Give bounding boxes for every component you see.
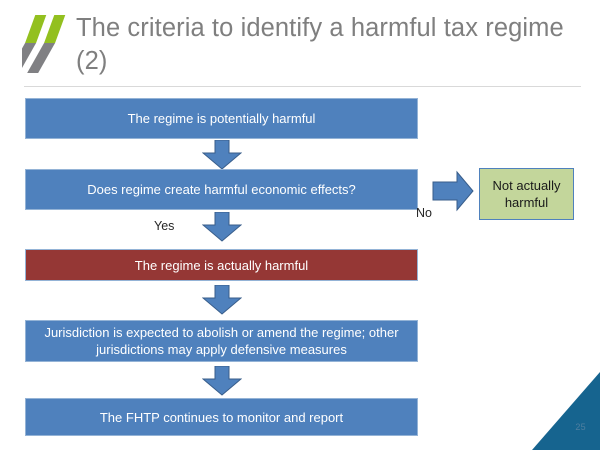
- title-divider: [24, 86, 581, 87]
- arrow-down-icon: [201, 365, 243, 396]
- edge-label-no: No: [416, 206, 432, 220]
- arrow-right-icon: [432, 170, 474, 212]
- oecd-double-chevron-logo-icon: [8, 13, 70, 75]
- flow-node-potentially-harmful[interactable]: The regime is potentially harmful: [25, 98, 418, 139]
- page-title: The criteria to identify a harmful tax r…: [76, 14, 564, 75]
- arrow-down-icon: [201, 211, 243, 242]
- arrow-down-icon: [201, 139, 243, 170]
- corner-wedge-decoration: [532, 372, 600, 450]
- slide-title-area: The criteria to identify a harmful tax r…: [0, 0, 600, 92]
- page-number: 25: [575, 422, 586, 432]
- flow-node-actually-harmful[interactable]: The regime is actually harmful: [25, 249, 418, 281]
- flow-node-jurisdiction-abolish-amend[interactable]: Jurisdiction is expected to abolish or a…: [25, 320, 418, 362]
- edge-label-yes: Yes: [154, 219, 175, 233]
- flow-node-harmful-economic-effects-question[interactable]: Does regime create harmful economic effe…: [25, 169, 418, 210]
- flow-node-fhtp-monitor-report[interactable]: The FHTP continues to monitor and report: [25, 398, 418, 436]
- flow-node-not-actually-harmful[interactable]: Not actually harmful: [479, 168, 574, 220]
- arrow-down-icon: [201, 284, 243, 315]
